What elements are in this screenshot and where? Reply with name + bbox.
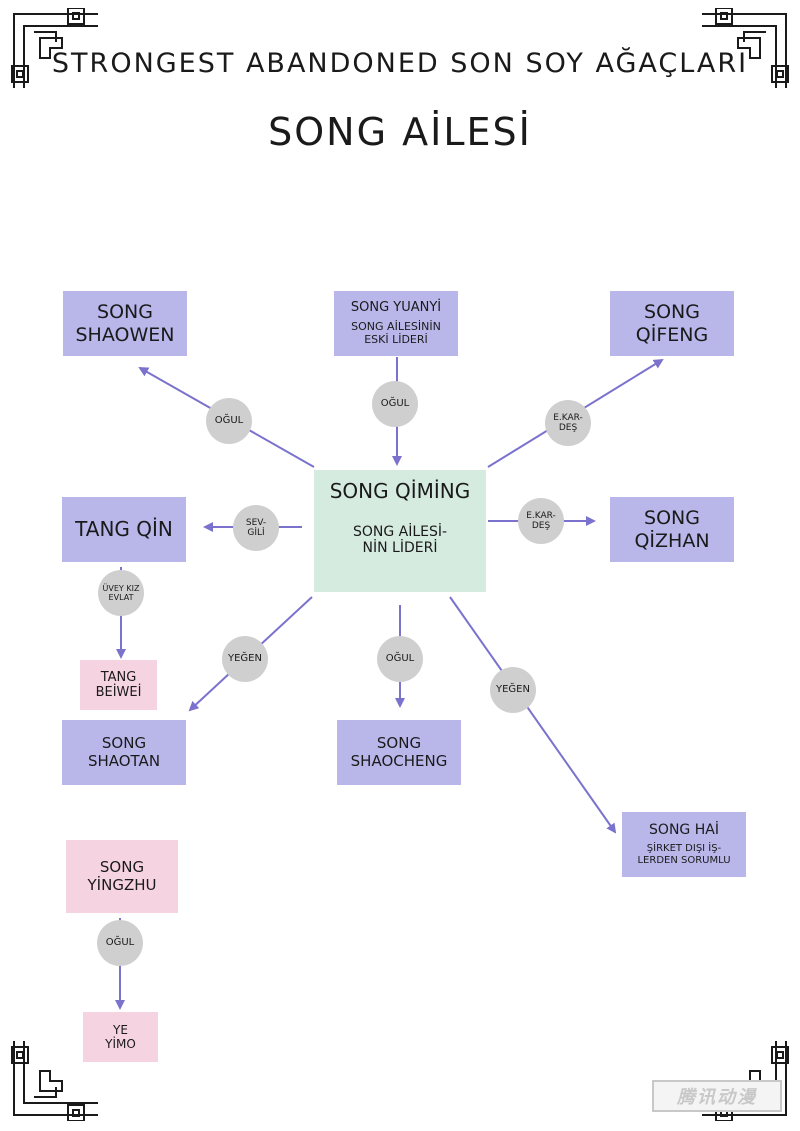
edge-label-text: OĞUL <box>380 398 410 410</box>
node-song-hai: SONG HAİ ŞİRKET DIŞI İŞ- LERDEN SORUMLU <box>622 812 746 877</box>
edge-label-hai: YEĞEN <box>490 667 536 713</box>
edge-label-shaocheng: OĞUL <box>377 636 423 682</box>
page-title: STRONGEST ABANDONED SON SOY AĞAÇLARI <box>51 48 749 79</box>
node-name: SONG HAİ <box>649 821 719 838</box>
node-ye-yimo: YE YİMO <box>83 1012 158 1062</box>
node-line: SONG <box>644 507 700 530</box>
edge-label-text: GİLİ <box>247 528 265 538</box>
node-song-qizhan: SONG QİZHAN <box>610 497 734 562</box>
node-song-yingzhu: SONG YİNGZHU <box>66 840 178 913</box>
node-line: SONG <box>97 301 153 324</box>
node-line: SHAOCHENG <box>350 751 448 770</box>
edge-label-text: EVLAT <box>108 593 134 602</box>
corner-ornament-bottom-left <box>11 1041 98 1121</box>
node-line: QİZHAN <box>634 529 710 552</box>
corner-ornament-top-left <box>11 8 98 88</box>
edge-label-text: OĞUL <box>105 937 135 949</box>
node-line: YİMO <box>105 1037 136 1051</box>
edge-label-text: OĞUL <box>385 653 415 665</box>
edge-label-qizhan: E.KAR- DEŞ <box>518 498 564 544</box>
node-tang-qin: TANG QİN <box>62 497 186 562</box>
node-line: YE <box>113 1022 128 1037</box>
family-title: SONG AİLESİ <box>268 110 532 154</box>
edge-label-text: E.KAR- <box>553 412 583 423</box>
node-line: TANG QİN <box>75 516 173 541</box>
node-song-shaocheng: SONG SHAOCHENG <box>337 720 461 785</box>
node-desc: ŞİRKET DIŞI İŞ- <box>646 843 722 855</box>
node-desc: ESKİ LİDERİ <box>364 333 428 347</box>
edge-label-shaotan: YEĞEN <box>222 636 268 682</box>
edge-label-text: OĞUL <box>214 415 244 427</box>
node-line: BEİWEİ <box>95 685 142 700</box>
node-desc: SONG AİLESİNİN <box>351 320 441 334</box>
node-song-qiming: SONG QİMİNG SONG AİLESİ- NİN LİDERİ <box>314 470 486 592</box>
node-line: SHAOTAN <box>87 751 161 770</box>
edge-label-text: YEĞEN <box>228 653 262 665</box>
node-desc: LERDEN SORUMLU <box>637 855 731 867</box>
node-line: SONG <box>644 301 700 324</box>
edge-label-text: E.KAR- <box>526 510 556 521</box>
node-line: SONG <box>99 857 145 876</box>
node-line: SONG <box>101 733 147 752</box>
node-name: SONG YUANYİ <box>350 299 442 315</box>
node-line: QİFENG <box>635 323 709 346</box>
edge-label-qifeng: E.KAR- DEŞ <box>545 400 591 446</box>
node-song-yuanyi: SONG YUANYİ SONG AİLESİNİN ESKİ LİDERİ <box>334 291 458 356</box>
watermark-logo: 腾讯动漫 <box>652 1080 782 1112</box>
node-desc: SONG AİLESİ- <box>352 523 448 540</box>
node-song-qifeng: SONG QİFENG <box>610 291 734 356</box>
node-tang-beiwei: TANG BEİWEİ <box>80 660 157 710</box>
edge-label-text: DEŞ <box>531 521 551 531</box>
edge-label-text: YEĞEN <box>496 684 530 696</box>
node-line: SONG <box>376 733 422 752</box>
edge-label-beiwei: ÜVEY KIZ EVLAT <box>98 570 144 616</box>
edge-label-text: SEV- <box>245 517 267 528</box>
arrow-to-hai <box>449 596 617 834</box>
node-desc: NİN LİDERİ <box>362 540 438 557</box>
node-song-shaotan: SONG SHAOTAN <box>62 720 186 785</box>
node-song-shaowen: SONG SHAOWEN <box>63 291 187 356</box>
node-line: TANG <box>100 669 137 685</box>
node-line: YİNGZHU <box>87 875 157 894</box>
node-line: SHAOWEN <box>75 323 175 346</box>
edge-label-yuanyi: OĞUL <box>372 381 418 427</box>
edge-label-yimo: OĞUL <box>97 920 143 966</box>
corner-ornament-top-right <box>702 8 789 88</box>
edge-label-shaowen: OĞUL <box>206 398 252 444</box>
node-name: SONG QİMİNG <box>329 479 471 503</box>
edge-label-text: DEŞ <box>558 423 578 433</box>
edge-label-text: ÜVEY KIZ <box>102 583 140 593</box>
edge-label-tangqin: SEV- GİLİ <box>233 505 279 551</box>
